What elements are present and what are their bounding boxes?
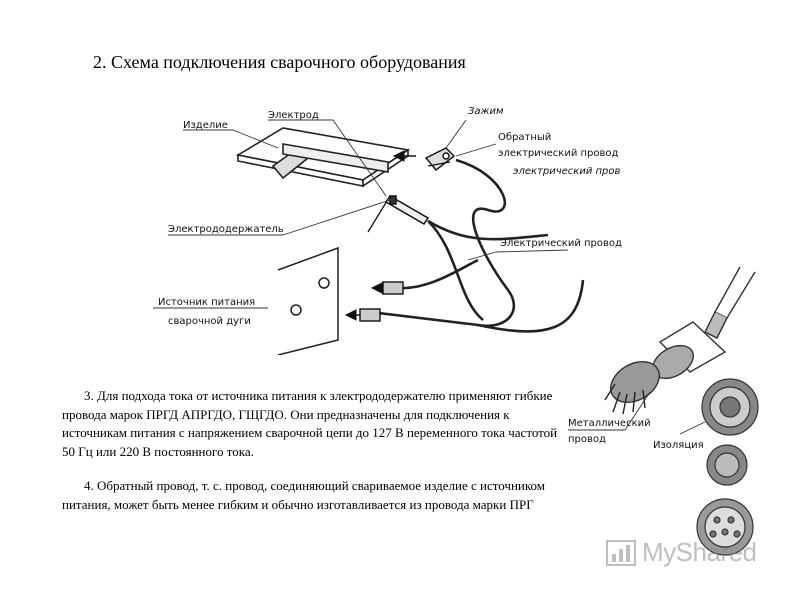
label-electric-wire: Электрический провод — [500, 238, 622, 249]
welding-cables — [377, 158, 585, 333]
paragraph-4-text: 4. Обратный провод, т. с. провод, соедин… — [62, 478, 545, 512]
paragraph-3: 3. Для подхода тока от источника питания… — [62, 387, 562, 461]
cable-leader-lines — [568, 391, 706, 435]
paragraph-4: 4. Обратный провод, т. с. провод, соедин… — [62, 477, 562, 514]
label-return-wire-2: электрический провод — [498, 148, 619, 159]
label-power-source-2: сварочной дуги — [168, 316, 251, 327]
label-electrode: Электрод — [268, 110, 319, 121]
cross-sections — [696, 378, 759, 556]
watermark-text: MyShared — [642, 537, 757, 567]
welding-connection-diagram: Изделие Электрод Зажим Обратный электрич… — [153, 106, 622, 355]
chart-bars-icon — [606, 539, 636, 566]
watermark: MyShared — [606, 537, 757, 568]
label-product: Изделие — [183, 120, 228, 131]
clamp-shape — [424, 147, 456, 171]
workpiece-shape — [235, 127, 411, 188]
thin-cable — [704, 266, 756, 339]
label-return-wire-1: Обратный — [498, 132, 551, 143]
cable-structure-figure: Металлический провод Изоляция — [568, 266, 759, 556]
leader-lines — [153, 119, 569, 309]
label-clamp: Зажим — [468, 106, 504, 117]
arrows — [344, 150, 416, 321]
label-metal-wire-1: Металлический — [568, 418, 651, 429]
power-source-panel — [277, 246, 339, 355]
thick-cable — [604, 321, 727, 415]
label-power-source-1: Источник питания — [158, 297, 255, 308]
connector-plugs — [359, 281, 404, 322]
label-return-wire-overlay: электрический пров — [513, 166, 621, 177]
label-electrode-holder: Электрододержатель — [168, 224, 284, 235]
label-insulation: Изоляция — [653, 440, 704, 451]
slide-title: 2. Схема подключения сварочного оборудов… — [93, 52, 466, 72]
electrode-holder-shape — [384, 194, 430, 226]
paragraph-3-text: 3. Для подхода тока от источника питания… — [62, 388, 558, 459]
label-metal-wire-2: провод — [568, 434, 606, 445]
